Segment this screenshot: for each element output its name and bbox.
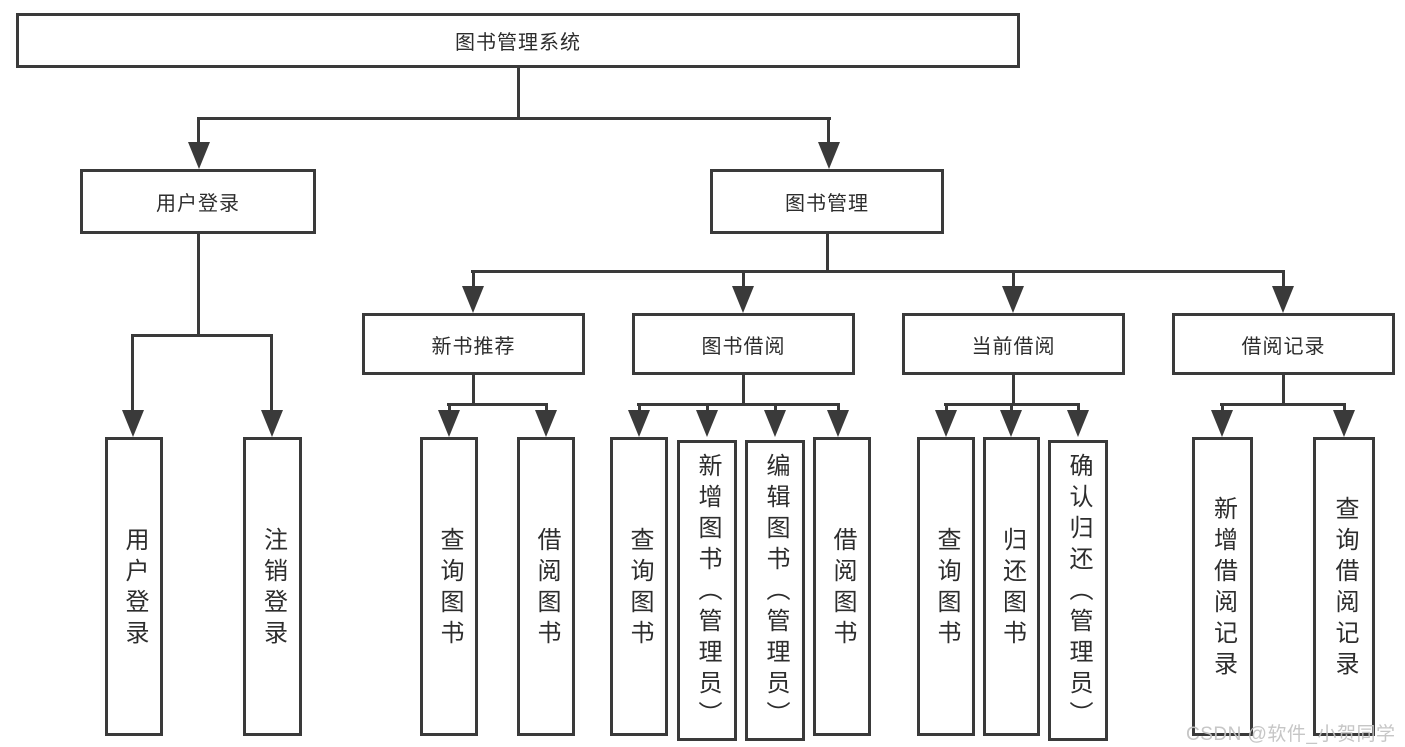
arrow-down-icon [696, 410, 718, 437]
node-leaf-logout: 注销登录 [243, 437, 302, 736]
connector-user-login-stem [197, 234, 200, 337]
connector-micro-drop [706, 403, 709, 411]
arrow-down-icon [1067, 410, 1089, 437]
connector-micro-drop [638, 403, 641, 411]
csdn-watermark: CSDN @软件_小贺同学 [1186, 724, 1396, 745]
connector-current-stem [1012, 374, 1015, 406]
node-book-borrowing: 图书借阅 [632, 313, 855, 375]
node-leaf-edit-book-admin: 编辑图书（管理员） [745, 440, 805, 741]
connector-borrow-bar [637, 403, 840, 406]
connector-book-mgmt-stem [826, 234, 829, 273]
connector-level1-bar [197, 117, 831, 120]
node-leaf-add-book-admin: 新增图书（管理员） [677, 440, 737, 741]
connector-drop-new-rec [472, 270, 475, 287]
arrow-down-icon [732, 286, 754, 313]
connector-micro-drop [1221, 403, 1224, 411]
node-book-management: 图书管理 [710, 169, 944, 234]
connector-level2-bar [471, 270, 1284, 273]
connector-drop-login-leaf [131, 334, 134, 411]
connector-records-bar [1220, 403, 1346, 406]
connector-micro-drop [774, 403, 777, 411]
node-leaf-borrow-books-2: 借阅图书 [813, 437, 871, 736]
arrow-down-icon [122, 410, 144, 437]
node-new-book-recommend: 新书推荐 [362, 313, 585, 375]
node-leaf-query-books-3: 查询图书 [917, 437, 975, 736]
connector-drop-records [1282, 270, 1285, 287]
node-leaf-query-borrow-record: 查询借阅记录 [1313, 437, 1375, 736]
arrow-down-icon [628, 410, 650, 437]
node-leaf-query-books-1: 查询图书 [420, 437, 478, 736]
arrow-down-icon [438, 410, 460, 437]
node-user-login: 用户登录 [80, 169, 316, 234]
arrow-down-icon [1002, 286, 1024, 313]
arrow-down-icon [1333, 410, 1355, 437]
node-borrowing-records: 借阅记录 [1172, 313, 1395, 375]
arrow-down-icon [261, 410, 283, 437]
arrow-down-icon [764, 410, 786, 437]
connector-drop-book-management [827, 117, 830, 144]
node-current-borrowing: 当前借阅 [902, 313, 1125, 375]
arrow-down-icon [188, 142, 210, 169]
arrow-down-icon [1272, 286, 1294, 313]
connector-drop-borrow [742, 270, 745, 287]
connector-records-stem [1282, 374, 1285, 406]
node-leaf-user-login: 用户登录 [105, 437, 163, 736]
arrow-down-icon [1000, 410, 1022, 437]
node-leaf-query-books-2: 查询图书 [610, 437, 668, 736]
arrow-down-icon [827, 410, 849, 437]
connector-micro-drop [1077, 403, 1080, 411]
node-library-management-system: 图书管理系统 [16, 13, 1020, 68]
connector-micro-drop [1010, 403, 1013, 411]
connector-borrow-stem [742, 374, 745, 406]
connector-new-rec-stem [472, 374, 475, 406]
connector-micro-drop [1343, 403, 1346, 411]
arrow-down-icon [462, 286, 484, 313]
node-leaf-confirm-return-admin: 确认归还（管理员） [1048, 440, 1108, 741]
connector-root-stem [517, 68, 520, 120]
connector-drop-logout-leaf [270, 334, 273, 411]
arrow-down-icon [535, 410, 557, 437]
arrow-down-icon [818, 142, 840, 169]
node-leaf-add-borrow-record: 新增借阅记录 [1192, 437, 1253, 736]
connector-new-rec-bar [447, 403, 548, 406]
connector-micro-drop [945, 403, 948, 411]
connector-micro-drop [448, 403, 451, 411]
node-leaf-return-books: 归还图书 [983, 437, 1040, 736]
arrow-down-icon [935, 410, 957, 437]
connector-drop-current [1012, 270, 1015, 287]
node-leaf-borrow-books-1: 借阅图书 [517, 437, 575, 736]
connector-micro-drop [837, 403, 840, 411]
connector-user-login-bar [131, 334, 273, 337]
connector-micro-drop [545, 403, 548, 411]
arrow-down-icon [1211, 410, 1233, 437]
connector-drop-user-login [197, 117, 200, 144]
